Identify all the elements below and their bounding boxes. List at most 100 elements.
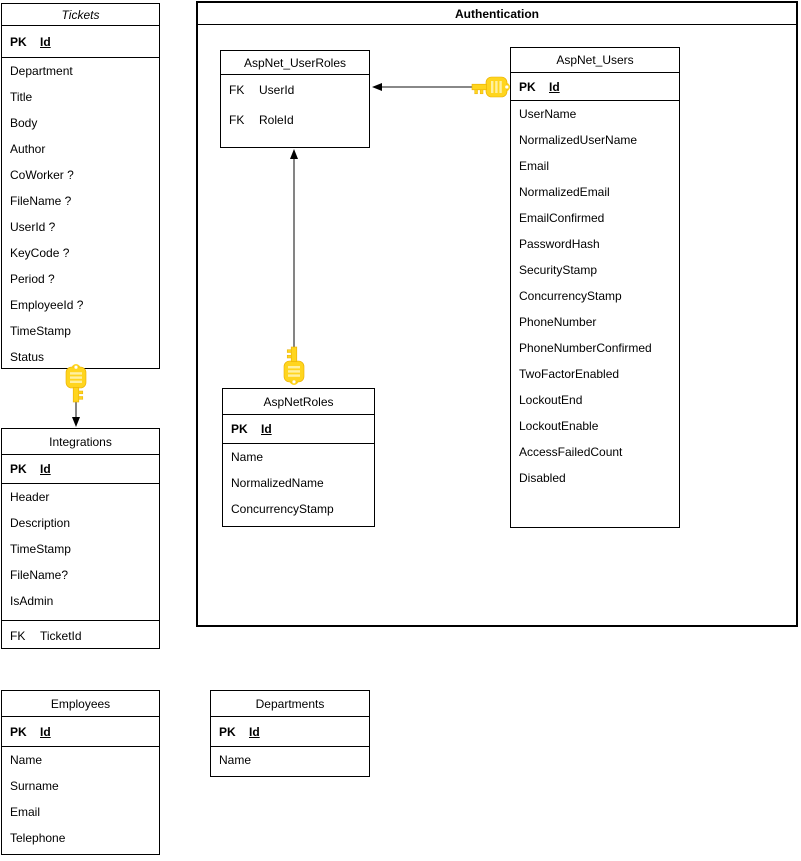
- field-label: PhoneNumberConfirmed: [519, 341, 652, 355]
- entity-title-label: AspNet_Users: [556, 53, 634, 67]
- table-row: SecurityStamp: [511, 257, 679, 283]
- entity-aspnetroles[interactable]: AspNetRoles PK Id Name NormalizedName Co…: [222, 388, 375, 527]
- field-label: Telephone: [10, 831, 66, 845]
- table-row: Author: [2, 136, 159, 162]
- entity-title-label: Tickets: [61, 7, 100, 22]
- table-row: IsAdmin: [2, 588, 159, 614]
- pk-row: PK Id: [2, 717, 159, 747]
- table-row: NormalizedEmail: [511, 179, 679, 205]
- field-label: IsAdmin: [10, 594, 54, 608]
- entity-title: Departments: [211, 691, 369, 717]
- table-row: PasswordHash: [511, 231, 679, 257]
- table-row: Email: [2, 799, 159, 825]
- pk-field: Id: [261, 422, 272, 436]
- table-row: UserName: [511, 101, 679, 127]
- field-label: Header: [10, 490, 50, 504]
- pk-field: Id: [40, 724, 51, 739]
- pk-field: Id: [249, 724, 260, 739]
- entity-employees[interactable]: Employees PK Id Name Surname Email: [1, 690, 160, 855]
- field-label: Status: [10, 350, 45, 364]
- entity-title: AspNet_UserRoles: [221, 51, 369, 75]
- entity-title: Tickets: [2, 4, 159, 26]
- entity-integrations[interactable]: Integrations PK Id Header Description Ti…: [1, 428, 160, 649]
- field-label: Period ?: [10, 272, 55, 286]
- table-row: NormalizedName: [223, 470, 374, 496]
- field-label: Department: [10, 64, 73, 78]
- table-row: LockoutEnable: [511, 413, 679, 439]
- group-title-label: Authentication: [455, 6, 539, 21]
- relation-tickets-integrations[interactable]: [65, 363, 87, 427]
- entity-title: AspNetRoles: [223, 389, 374, 415]
- pk-row: PK Id: [2, 455, 159, 484]
- table-row: KeyCode ?: [2, 240, 159, 266]
- field-label: ConcurrencyStamp: [231, 502, 334, 516]
- field-label: AccessFailedCount: [519, 445, 623, 459]
- field-label: Surname: [10, 779, 59, 793]
- table-row: TimeStamp: [2, 318, 159, 344]
- field-list: Department Title Body Author CoWorker ?: [2, 58, 159, 370]
- fk-field: UserId: [259, 83, 295, 97]
- table-row: Description: [2, 510, 159, 536]
- fk-field: RoleId: [259, 113, 294, 127]
- entity-title-label: AspNet_UserRoles: [243, 55, 347, 70]
- table-row: ConcurrencyStamp: [511, 283, 679, 309]
- field-label: FileName?: [10, 568, 69, 582]
- field-label: Name: [10, 753, 43, 767]
- field-label: Author: [10, 142, 46, 156]
- pk-row: PK Id: [223, 415, 374, 444]
- pk-row: PK Id: [211, 717, 369, 747]
- field-label: CoWorker ?: [10, 168, 74, 182]
- field-label: UserId ?: [10, 220, 56, 234]
- arrowhead-down: [72, 417, 80, 427]
- entity-title-label: AspNetRoles: [263, 394, 334, 409]
- field-label: ConcurrencyStamp: [519, 289, 622, 303]
- table-row: AccessFailedCount: [511, 439, 679, 465]
- entity-departments[interactable]: Departments PK Id Name: [210, 690, 370, 777]
- fk-label: FK: [10, 629, 26, 643]
- entity-aspnet-userroles[interactable]: AspNet_UserRoles FK UserId FK RoleId: [220, 50, 370, 148]
- field-label: NormalizedUserName: [519, 133, 638, 147]
- table-row: EmployeeId ?: [2, 292, 159, 318]
- field-label: TimeStamp: [10, 324, 71, 338]
- field-label: TimeStamp: [10, 542, 71, 556]
- field-label: Email: [519, 159, 550, 173]
- entity-tickets[interactable]: Tickets PK Id Department Title Body: [1, 3, 160, 369]
- table-row: PhoneNumberConfirmed: [511, 335, 679, 361]
- field-label: Body: [10, 116, 38, 130]
- field-label: FileName ?: [10, 194, 72, 208]
- field-label: NormalizedEmail: [519, 185, 610, 199]
- table-row: Email: [511, 153, 679, 179]
- field-label: PasswordHash: [519, 237, 600, 251]
- fk-row: FK TicketId: [2, 621, 159, 651]
- pk-label: PK: [519, 79, 536, 94]
- pk-field: Id: [40, 34, 51, 49]
- table-row: PhoneNumber: [511, 309, 679, 335]
- pk-field: Id: [40, 462, 51, 476]
- table-row: Disabled: [511, 465, 679, 491]
- pk-row: PK Id: [2, 26, 159, 58]
- field-label: Name: [231, 450, 264, 464]
- entity-title-label: Integrations: [49, 434, 112, 449]
- fk-list: FK UserId FK RoleId: [221, 75, 369, 135]
- field-label: NormalizedName: [231, 476, 324, 490]
- table-row: FileName ?: [2, 188, 159, 214]
- table-row: TimeStamp: [2, 536, 159, 562]
- field-list: Name: [211, 747, 369, 773]
- field-label: Disabled: [519, 471, 566, 485]
- field-label: Name: [219, 753, 252, 767]
- fk-row: FK UserId: [221, 75, 369, 105]
- table-row: FileName?: [2, 562, 159, 588]
- entity-aspnet-users[interactable]: AspNet_Users PK Id UserName NormalizedUs…: [510, 47, 680, 528]
- field-label: PhoneNumber: [519, 315, 597, 329]
- table-row: Period ?: [2, 266, 159, 292]
- pk-label: PK: [10, 462, 27, 476]
- table-row: TwoFactorEnabled: [511, 361, 679, 387]
- field-label: Email: [10, 805, 41, 819]
- table-row: Department: [2, 58, 159, 84]
- table-row: Name: [2, 747, 159, 773]
- table-row: Title: [2, 84, 159, 110]
- table-row: Name: [223, 444, 374, 470]
- field-label: UserName: [519, 107, 577, 121]
- field-label: Title: [10, 90, 33, 104]
